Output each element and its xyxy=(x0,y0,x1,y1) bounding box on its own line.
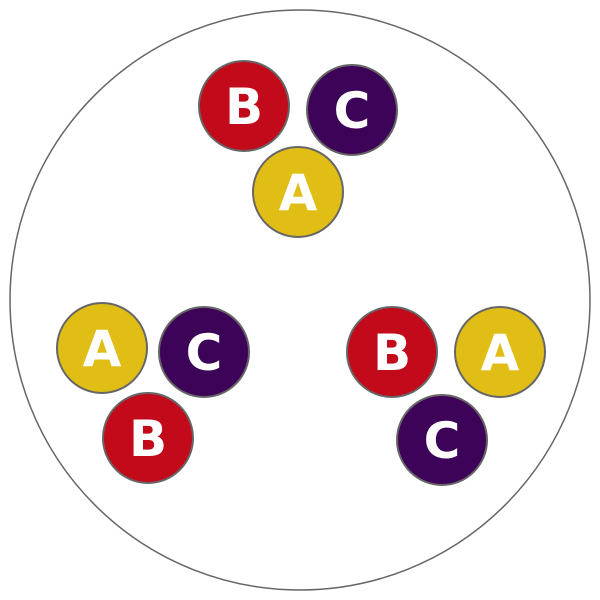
token-group-left: A CB xyxy=(56,302,250,484)
token-circle-a xyxy=(252,146,344,238)
token-circle-c xyxy=(158,306,250,398)
token-label: C xyxy=(424,412,461,470)
token-label: A xyxy=(279,164,318,222)
token-circle-b xyxy=(102,392,194,484)
token-label: B xyxy=(225,78,263,136)
outer-circle xyxy=(9,9,591,591)
token-circle-c xyxy=(306,64,398,156)
token-label: C xyxy=(186,324,223,382)
token-label: A xyxy=(83,320,122,378)
token-label: B xyxy=(129,410,167,468)
token-circle-a xyxy=(56,302,148,394)
token-circle-c xyxy=(396,394,488,486)
token-label: B xyxy=(373,324,411,382)
token-label: C xyxy=(334,82,371,140)
token-group-top: B CA xyxy=(198,60,398,238)
token-circle-b xyxy=(198,60,290,152)
token-circle-b xyxy=(346,306,438,398)
token-group-right: B AC xyxy=(346,306,546,486)
token-label: A xyxy=(481,324,520,382)
token-circle-a xyxy=(454,306,546,398)
